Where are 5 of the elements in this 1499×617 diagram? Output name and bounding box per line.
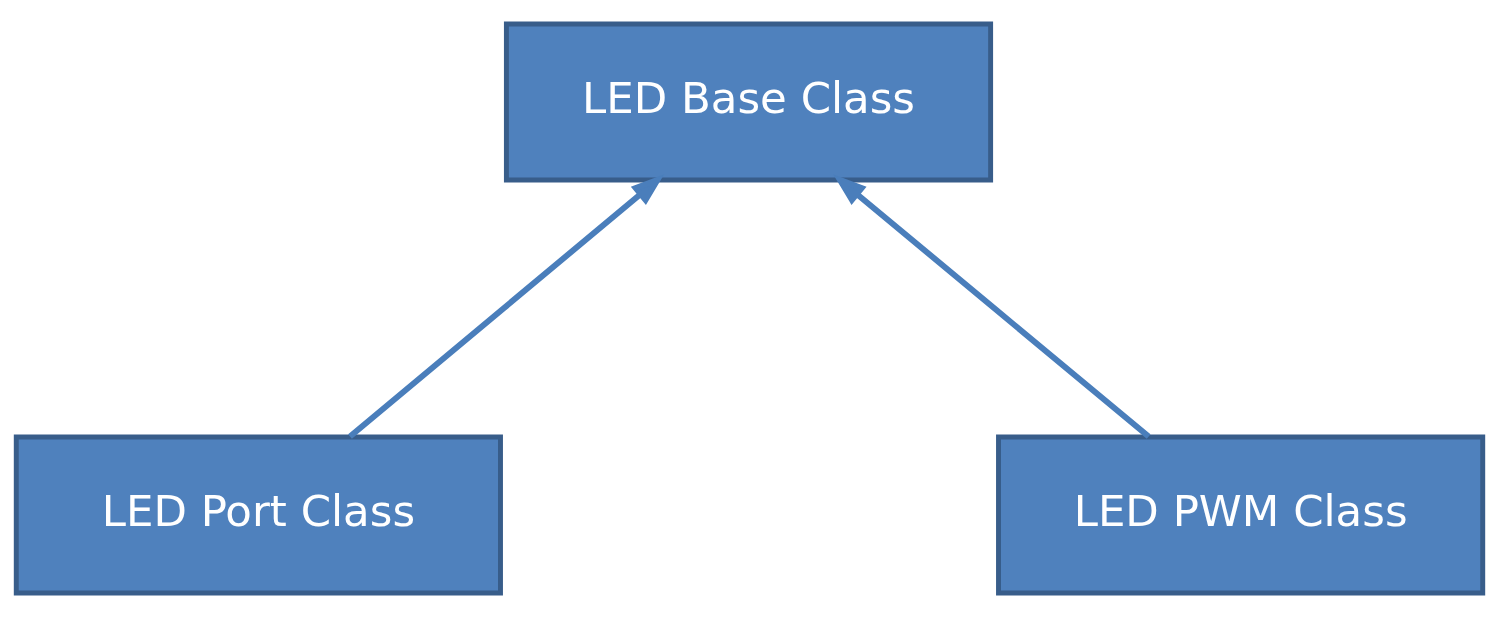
arrow: [833, 174, 1151, 439]
node-box: LED Port Class: [13, 434, 503, 596]
arrow: [348, 174, 665, 439]
node-box: LED Base Class: [503, 21, 994, 183]
node-box: LED PWM Class: [996, 434, 1486, 596]
